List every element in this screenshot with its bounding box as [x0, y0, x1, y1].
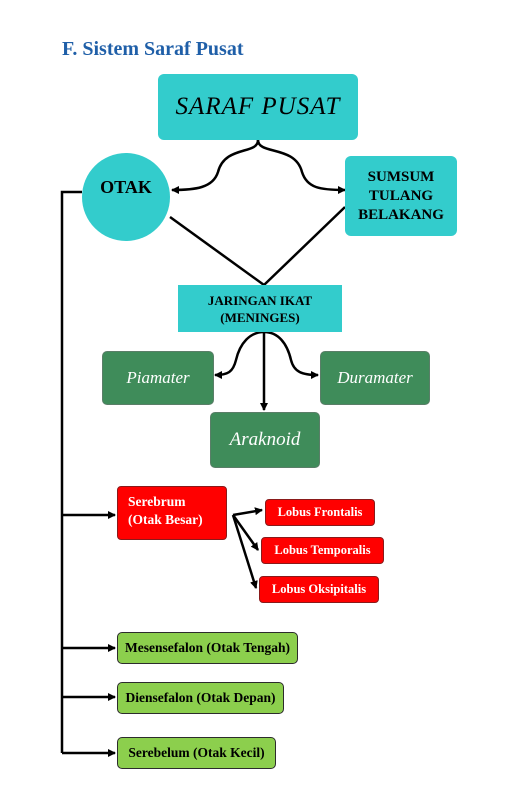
node-duramater-label: Duramater	[337, 368, 413, 387]
page-title: F. Sistem Saraf Pusat	[62, 38, 244, 60]
node-araknoid: Araknoid	[210, 412, 320, 468]
node-diensefalon: Diensefalon (Otak Depan)	[117, 682, 284, 714]
node-diensefalon-label: Diensefalon (Otak Depan)	[125, 690, 276, 705]
node-duramater: Duramater	[320, 351, 430, 405]
arrow-to-lobus-oksipitalis	[231, 514, 258, 589]
node-piamater: Piamater	[102, 351, 214, 405]
node-sumsum-line2: TULANG	[368, 187, 434, 204]
arrow-to-otak	[171, 139, 260, 194]
arrow-to-piamater	[214, 330, 265, 379]
node-lobus-frontalis: Lobus Frontalis	[265, 499, 375, 526]
node-serebrum-line2: (Otak Besar)	[128, 512, 203, 527]
node-serebelum-label: Serebelum (Otak Kecil)	[128, 745, 265, 760]
node-serebelum: Serebelum (Otak Kecil)	[117, 737, 276, 769]
node-lobus-temporalis-label: Lobus Temporalis	[274, 543, 371, 557]
node-serebrum-line1: Serebrum	[128, 494, 186, 509]
node-sumsum-tulang-belakang: SUMSUM TULANG BELAKANG	[345, 156, 457, 236]
node-sumsum-line1: SUMSUM	[367, 168, 435, 185]
node-jaringan-line2: (MENINGES)	[220, 309, 300, 325]
node-mesensefalon-label: Mesensefalon (Otak Tengah)	[124, 640, 290, 655]
arrow-to-duramater	[263, 330, 319, 379]
node-serebrum: Serebrum (Otak Besar)	[117, 486, 227, 540]
arrow-to-sumsum	[256, 139, 346, 194]
node-mesensefalon: Mesensefalon (Otak Tengah)	[117, 632, 298, 664]
line-otak-meninges	[169, 215, 265, 287]
line-sumsum-meninges	[263, 206, 346, 286]
node-araknoid-label: Araknoid	[229, 429, 301, 450]
node-otak-label: OTAK	[100, 176, 152, 197]
node-saraf-pusat: SARAF PUSAT	[158, 74, 358, 140]
node-saraf-pusat-label: SARAF PUSAT	[175, 93, 341, 120]
node-lobus-frontalis-label: Lobus Frontalis	[277, 505, 363, 519]
node-piamater-label: Piamater	[126, 368, 190, 387]
node-sumsum-line3: BELAKANG	[358, 206, 444, 223]
node-lobus-oksipitalis: Lobus Oksipitalis	[259, 576, 379, 603]
arrow-to-lobus-frontalis	[232, 507, 263, 517]
node-jaringan-line1: JARINGAN IKAT	[207, 292, 313, 308]
node-jaringan-ikat: JARINGAN IKAT (MENINGES)	[178, 285, 342, 332]
line-left-trunk	[60, 190, 82, 753]
node-lobus-oksipitalis-label: Lobus Oksipitalis	[271, 582, 367, 596]
node-otak: OTAK	[82, 153, 170, 241]
arrow-to-lobus-temporalis	[231, 514, 260, 551]
node-lobus-temporalis: Lobus Temporalis	[261, 537, 384, 564]
